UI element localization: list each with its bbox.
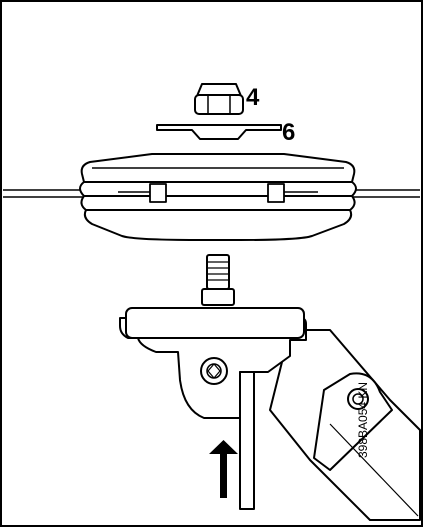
threaded-shaft (201, 254, 235, 306)
washer-part-6 (156, 124, 282, 140)
part-label-6: 6 (282, 119, 296, 146)
figure-code: 398BA054 KN (356, 381, 370, 458)
mowing-head (79, 153, 357, 241)
leader-line (329, 423, 419, 517)
nut-part-4 (194, 83, 244, 115)
gearbox-housing (119, 307, 421, 521)
part-label-4: 4 (246, 84, 260, 111)
up-arrow-icon (209, 440, 238, 498)
locking-pin (239, 371, 255, 510)
